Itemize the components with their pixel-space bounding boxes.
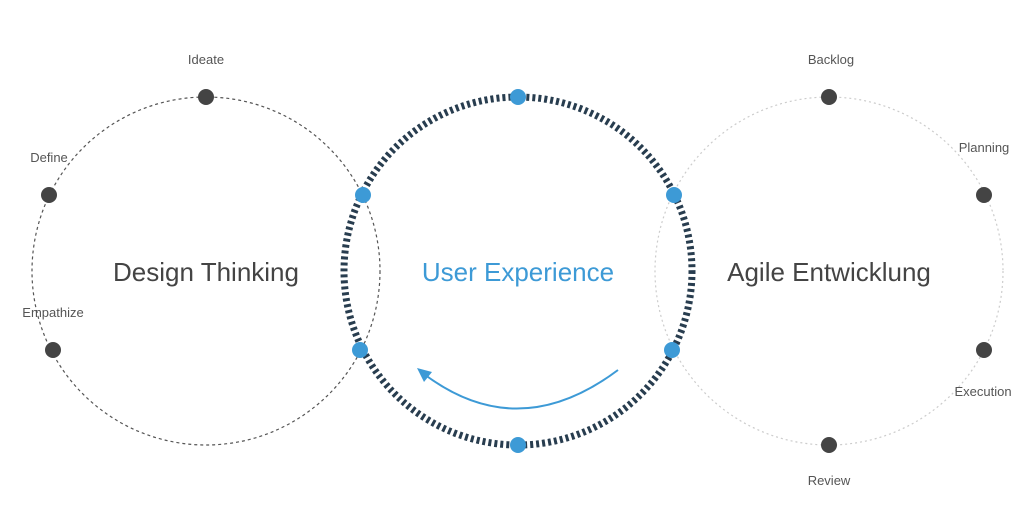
step-label-empathize: Empathize xyxy=(22,305,83,320)
step-dot-backlog xyxy=(821,89,837,105)
agile-title: Agile Entwicklung xyxy=(727,257,931,287)
step-dot-planning xyxy=(976,187,992,203)
step-label-ideate: Ideate xyxy=(188,52,224,67)
ux-node-upper-left xyxy=(355,187,371,203)
agile-circle xyxy=(654,96,1004,446)
step-dot-ideate xyxy=(198,89,214,105)
user-experience-circle xyxy=(340,93,696,449)
step-label-execution: Execution xyxy=(954,384,1011,399)
design-thinking-title: Design Thinking xyxy=(113,257,299,287)
step-dot-define xyxy=(41,187,57,203)
user-experience-title: User Experience xyxy=(422,257,614,287)
ux-node-lower-left xyxy=(352,342,368,358)
ux-node-bottom xyxy=(510,437,526,453)
step-dot-review xyxy=(821,437,837,453)
design-thinking-circle xyxy=(31,96,381,446)
step-label-define: Define xyxy=(30,150,68,165)
step-dot-empathize xyxy=(45,342,61,358)
step-label-review: Review xyxy=(808,473,851,488)
step-dot-execution xyxy=(976,342,992,358)
counterclockwise-arrow-icon xyxy=(417,368,619,410)
ux-node-upper-right xyxy=(666,187,682,203)
ux-node-top xyxy=(510,89,526,105)
ux-node-lower-right xyxy=(664,342,680,358)
step-label-planning: Planning xyxy=(959,140,1010,155)
step-label-backlog: Backlog xyxy=(808,52,854,67)
